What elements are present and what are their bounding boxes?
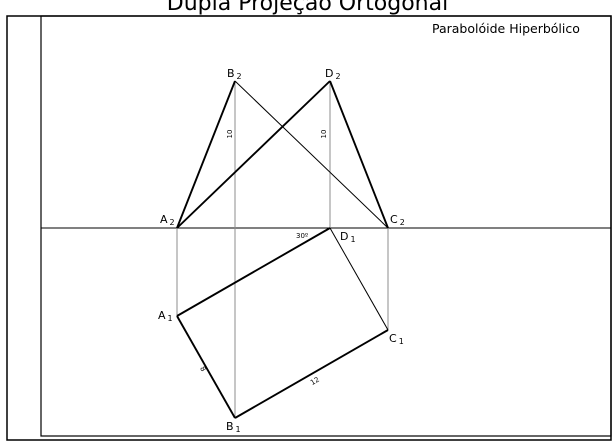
edge-d1-c1 — [329, 227, 389, 331]
edge-a2-b2 — [176, 80, 236, 229]
dimension-angle: 30º — [296, 232, 308, 240]
dimension-height-b: 10 — [226, 130, 234, 139]
edge-a2-d2 — [176, 80, 331, 229]
edge-b1-c1 — [234, 329, 389, 419]
inner-border — [40, 15, 612, 437]
edge-a1-d1 — [176, 227, 331, 317]
edge-a1-b1 — [176, 315, 236, 419]
drawing-caption: Parabolóide Hiperbólico — [432, 21, 580, 36]
dimension-side-bc: 12 — [309, 376, 321, 387]
edge-b2-c2 — [234, 80, 389, 229]
projection-lines — [176, 81, 389, 418]
page-title: Dupla Projeção Ortogonal — [166, 0, 449, 16]
dimension-height-d: 10 — [320, 130, 328, 139]
edge-d2-c2 — [329, 80, 389, 229]
dimension-side-ab: 8 — [198, 365, 207, 373]
